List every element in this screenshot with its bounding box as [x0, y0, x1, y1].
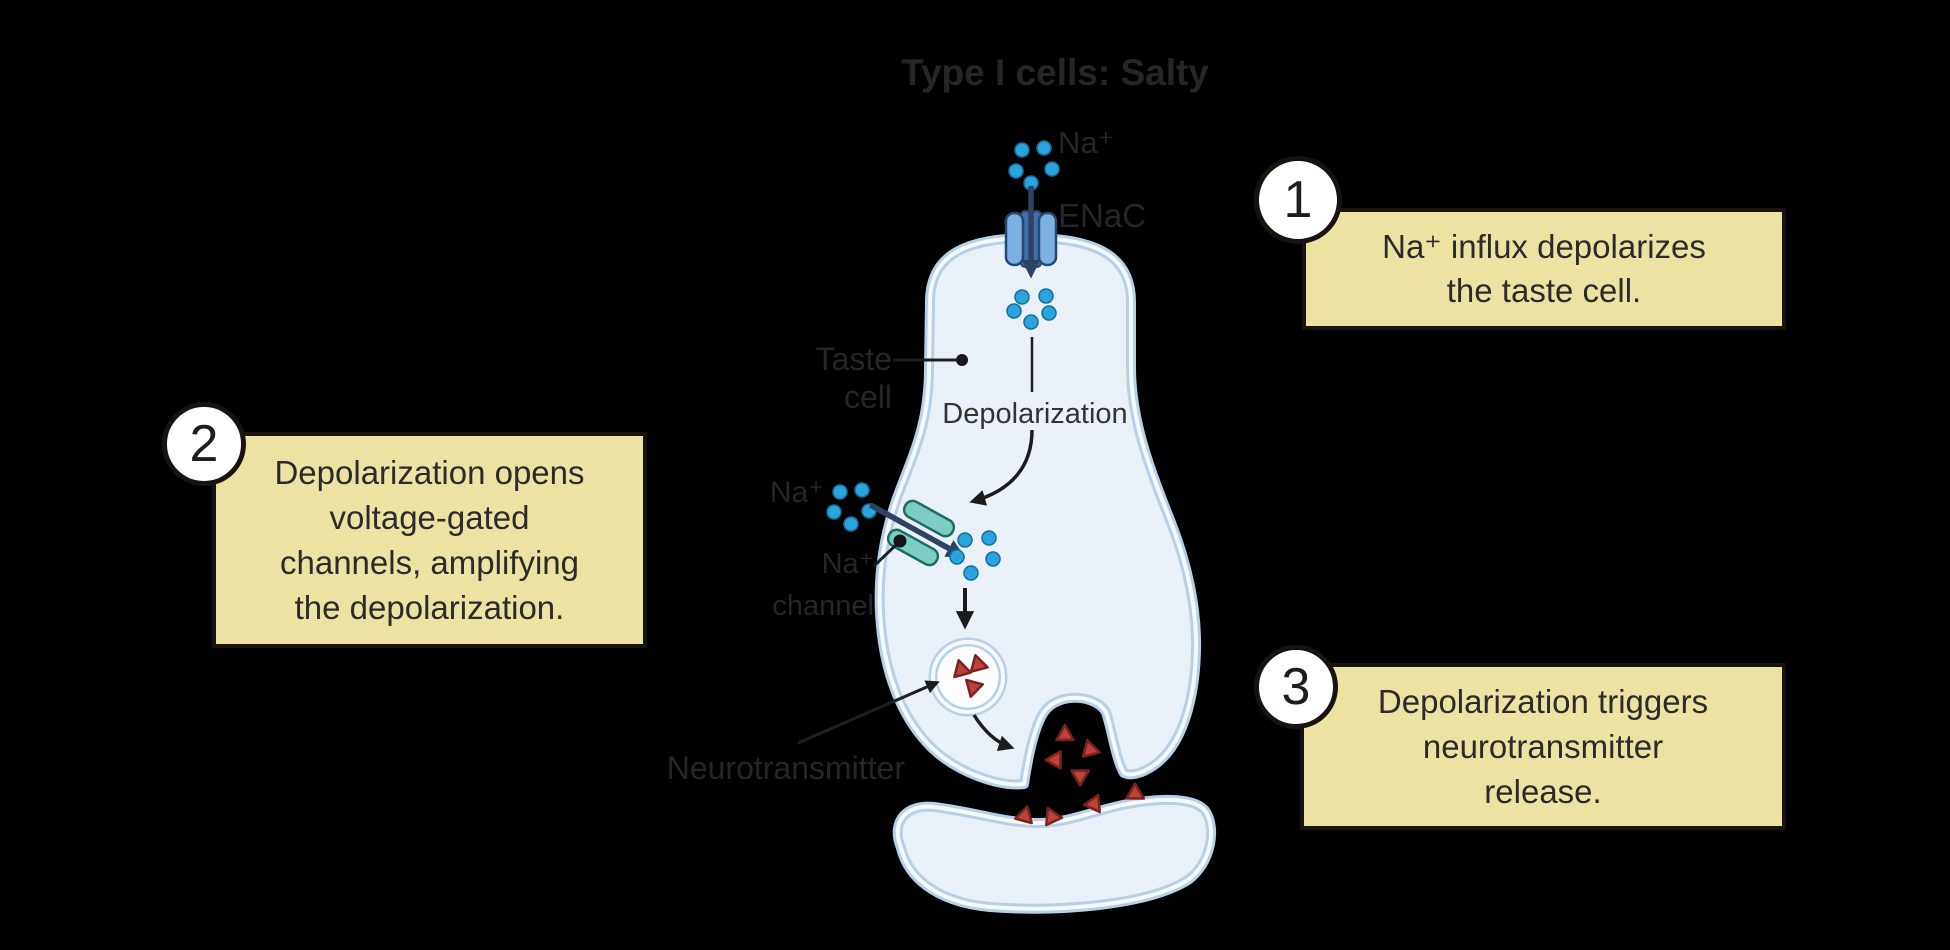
sodium-ion: [949, 549, 965, 565]
step-1-text-line: Na⁺ influx depolarizes: [1382, 228, 1706, 265]
step-2-text-line: channels, amplifying: [280, 544, 579, 581]
step-2-callout: Depolarization opens voltage-gated chann…: [212, 432, 647, 648]
voltage-gated-na-channel: [868, 499, 966, 567]
step-1-badge: 1: [1254, 156, 1342, 244]
postsynaptic-neuron: [892, 794, 1217, 914]
step-3-badge: 3: [1254, 645, 1338, 729]
taste-cell-pointer: [893, 354, 968, 366]
sodium-ion: [1038, 288, 1054, 304]
na-channel-label: Na⁺ channel: [772, 548, 874, 622]
step-2-text-line: Depolarization opens: [274, 454, 585, 491]
sodium-ion: [1036, 140, 1052, 156]
na-ion-label-top: Na⁺: [1058, 125, 1114, 160]
step-1-text-line: the taste cell.: [1446, 272, 1642, 309]
neurotransmitter-molecule: [1044, 745, 1070, 770]
taste-cell-label: Taste cell: [815, 341, 892, 415]
sodium-ion: [1041, 305, 1057, 321]
step-3-text-line: neurotransmitter: [1422, 728, 1664, 765]
synaptic-vesicle: [928, 637, 1008, 717]
step-2-text-line: the depolarization.: [294, 589, 565, 626]
sodium-ion: [1023, 314, 1039, 330]
step-3-callout: Depolarization triggers neurotransmitter…: [1300, 663, 1786, 830]
sodium-ion: [854, 482, 870, 498]
neurotransmitter-molecule: [1055, 723, 1075, 742]
depolarization-arrow: [969, 429, 1034, 506]
sodium-ion: [957, 532, 973, 548]
sodium-ion: [832, 484, 848, 500]
step-1-callout: Na⁺ influx depolarizes the taste cell.: [1302, 208, 1786, 330]
sodium-ion: [1014, 142, 1030, 158]
step-2-text-line: voltage-gated: [329, 499, 530, 536]
sodium-ion: [1006, 303, 1022, 319]
step-3-text-line: release.: [1484, 773, 1602, 810]
sodium-ion: [1014, 289, 1030, 305]
neurotransmitter-molecule: [1081, 738, 1104, 762]
depolarization-label: Depolarization: [942, 398, 1128, 430]
neurotransmitter-molecule: [1070, 761, 1095, 787]
sodium-ions-extracellular-top: [1008, 140, 1060, 191]
neurotransmitter-pointer: [797, 680, 940, 745]
sodium-ion: [1044, 161, 1060, 177]
neurotransmitter-label: Neurotransmitter: [666, 750, 905, 786]
na-ion-label-mid: Na⁺: [769, 476, 824, 509]
sodium-ion: [963, 565, 979, 581]
diagram-title: Type I cells: Salty: [901, 52, 1209, 93]
sodium-ion: [843, 516, 859, 532]
step-2-badge: 2: [162, 402, 246, 486]
enac-channel-label: ENaC: [1058, 197, 1147, 234]
sodium-ion: [985, 551, 1001, 567]
sodium-ion: [1008, 163, 1024, 179]
sodium-ions-extracellular-mid: [826, 482, 877, 532]
sodium-ion: [826, 504, 842, 520]
na-channel-pointer: [872, 534, 907, 568]
sodium-ion: [981, 530, 997, 546]
step-3-text-line: Depolarization triggers: [1377, 683, 1709, 720]
release-arrow: [972, 714, 1015, 752]
